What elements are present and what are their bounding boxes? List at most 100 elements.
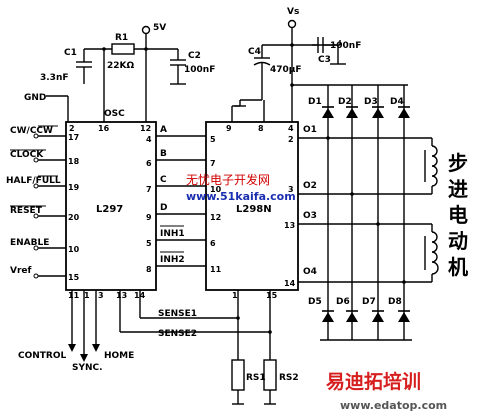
l297-pin-9: 9	[146, 213, 152, 222]
motor-coil-a	[431, 145, 438, 187]
motor-label-1: 步	[448, 151, 468, 175]
diode-d1-label: D1	[308, 97, 322, 107]
rs1-label: RS1	[246, 373, 266, 383]
supply-5v-terminal	[141, 25, 151, 35]
diode-d2-label: D2	[338, 97, 352, 107]
sense1-label: SENSE1	[158, 309, 197, 319]
l297-pin-3: 3	[98, 291, 104, 300]
l297-out-c: C	[160, 175, 167, 185]
l298-pin-6: 6	[210, 239, 216, 248]
c4-value: 470µF	[270, 65, 302, 75]
input-label-reset: RESET	[10, 206, 43, 216]
watermark-cn: 无忧电子开发网	[186, 172, 270, 187]
watermark-url: www.51kaifa.com	[186, 190, 296, 203]
c1-name: C1	[64, 48, 77, 58]
l297-pin-19: 19	[68, 183, 80, 192]
l298-pin-2: 2	[288, 135, 294, 144]
c4-name: C4	[248, 47, 261, 57]
chip-l297	[65, 121, 157, 291]
l298-out-o2: O2	[303, 181, 317, 191]
c2-name: C2	[188, 51, 201, 61]
input-label-halffull: HALF/FULL	[6, 176, 61, 186]
supply-vs-terminal	[287, 19, 297, 29]
diodes-bottom	[320, 138, 412, 341]
l297-out-inh1: INH1	[160, 229, 185, 239]
diode-d7-label: D7	[362, 297, 376, 307]
sync-label: SYNC.	[72, 363, 103, 373]
l297-pin-11: 11	[68, 291, 80, 300]
l297-pin-20: 20	[68, 213, 80, 222]
c1-value: 3.3nF	[40, 73, 69, 83]
l297-pin-1: 1	[84, 291, 90, 300]
diodes-top	[322, 85, 410, 284]
l297-inputs	[33, 133, 66, 279]
gnd-label: GND	[24, 93, 46, 103]
resistor-rs2	[263, 359, 277, 391]
motor-output-wiring	[298, 137, 433, 283]
supply-vs-label: Vs	[287, 7, 299, 17]
l298-pin-4: 4	[288, 124, 294, 133]
l298-out-o1: O1	[303, 125, 317, 135]
diode-d4-label: D4	[390, 97, 404, 107]
resistor-r1	[111, 43, 135, 55]
l297-pin-13: 13	[116, 291, 127, 300]
l298-pin-12: 12	[210, 213, 221, 222]
motor-label-3: 电	[448, 203, 468, 227]
input-label-clock: CLOCK	[10, 150, 44, 160]
l297-pin-15: 15	[68, 273, 80, 282]
l297-out-inh2: INH2	[160, 255, 185, 265]
l297-pin-7: 7	[146, 185, 152, 194]
rs2-label: RS2	[279, 373, 299, 383]
l297-pin-osc: 16	[98, 124, 110, 133]
l298-pin-14: 14	[284, 279, 296, 288]
l297-pin-gnd: 2	[69, 124, 75, 133]
c3-value: 100nF	[330, 41, 361, 51]
control-arrows	[68, 290, 100, 362]
diode-d8-label: D8	[388, 297, 402, 307]
l298-pin-7: 7	[210, 159, 216, 168]
l298-pin-13: 13	[284, 221, 295, 230]
diode-d5-label: D5	[308, 297, 322, 307]
l297-pin-17: 17	[68, 133, 79, 142]
l298-pin-8: 8	[258, 124, 264, 133]
diode-d6-label: D6	[336, 297, 350, 307]
control-label: CONTROL	[18, 351, 67, 361]
l298-out-o4: O4	[303, 267, 317, 277]
l297-l298-bus	[156, 135, 206, 267]
l297-pin-vs: 12	[140, 124, 151, 133]
supply-5v-label: 5V	[153, 23, 166, 33]
l297-out-a: A	[160, 125, 167, 135]
r1-name: R1	[115, 33, 128, 43]
diode-d3-label: D3	[364, 97, 378, 107]
chip-l298n-label: L298N	[236, 204, 272, 215]
home-label: HOME	[104, 351, 134, 361]
brand-url: www.edatop.com	[340, 399, 447, 412]
motor-label-4: 动	[448, 229, 468, 253]
motor-label-5: 机	[448, 255, 468, 279]
l297-pin-8: 8	[146, 265, 152, 274]
brand-name: 易迪拓培训	[326, 370, 421, 393]
l298-pin-3: 3	[288, 185, 294, 194]
l297-pin-5: 5	[146, 239, 152, 248]
c2-value: 100nF	[184, 65, 215, 75]
l298-pin-15: 15	[266, 291, 278, 300]
l297-pin-4: 4	[146, 135, 152, 144]
l298-pin-9: 9	[226, 124, 232, 133]
osc-label: OSC	[104, 109, 125, 119]
c3-name: C3	[318, 55, 331, 65]
l298-pin-1: 1	[232, 291, 238, 300]
l297-out-d: D	[160, 203, 167, 213]
l297-pin-6: 6	[146, 159, 152, 168]
sense2-label: SENSE2	[158, 329, 197, 339]
input-label-enable: ENABLE	[10, 238, 49, 248]
l297-pin-10: 10	[68, 245, 80, 254]
motor-coil-b	[431, 231, 439, 275]
r1-value: 22KΩ	[107, 61, 134, 71]
l298-pin-11: 11	[210, 265, 222, 274]
l297-pin-18: 18	[68, 157, 80, 166]
l298-pin-5: 5	[210, 135, 216, 144]
l297-out-b: B	[160, 149, 167, 159]
input-label-vref: Vref	[10, 266, 32, 276]
motor-label-2: 进	[448, 177, 468, 201]
l298-pin-10: 10	[210, 185, 222, 194]
